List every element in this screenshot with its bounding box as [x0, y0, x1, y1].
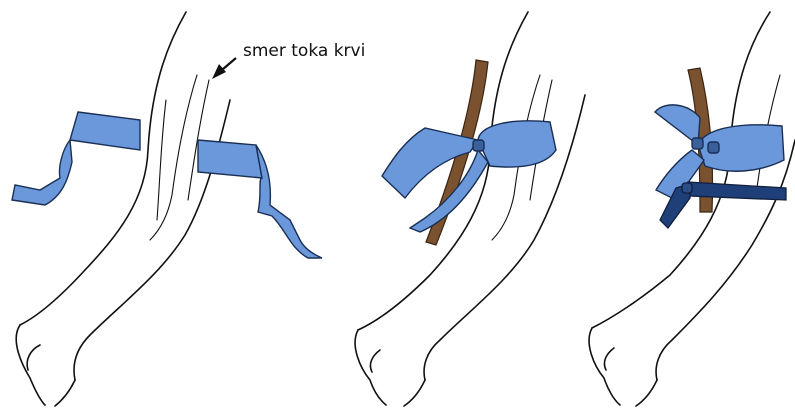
arm-outline-2 — [355, 12, 585, 406]
arm-outline-1 — [16, 12, 230, 406]
arrow-icon — [212, 58, 236, 79]
bandage-1 — [12, 112, 322, 258]
bandage-knot-2 — [382, 121, 556, 232]
blood-flow-label: smer toka krvi — [243, 41, 365, 61]
panel-3 — [589, 12, 795, 406]
strap-3 — [660, 182, 786, 228]
panel-2 — [355, 12, 585, 406]
panel-1 — [12, 12, 322, 406]
